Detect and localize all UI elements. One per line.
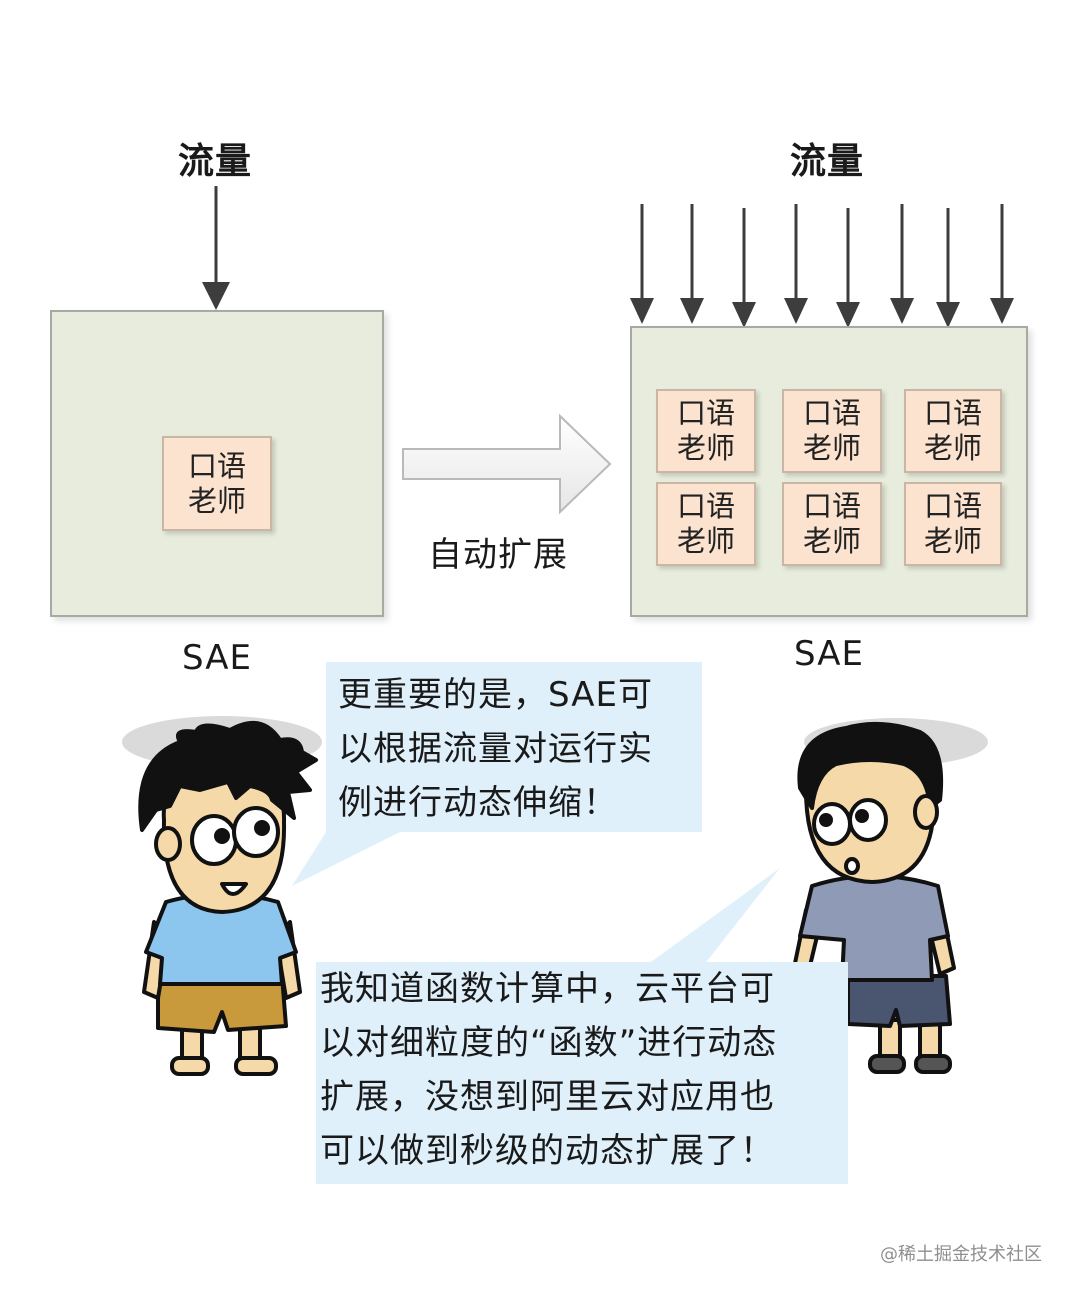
right-instance-box: 口语 老师 [904,482,1002,566]
right-instance-box: 口语 老师 [782,482,882,566]
instance-label-line2: 老师 [802,524,861,558]
instance-label-line2: 老师 [187,483,246,518]
instance-label-line1: 口语 [676,489,735,523]
instance-label-line2: 老师 [802,431,861,465]
right-traffic-label: 流量 [790,141,865,182]
bubble-text-line: 例进行动态伸缩！ [338,783,618,823]
instance-label-line1: 口语 [802,396,861,430]
right-instance-box: 口语 老师 [656,389,756,473]
speaker1-speech-bubble: 更重要的是，SAE可 以根据流量对运行实 例进行动态伸缩！ [326,662,702,832]
bubble-text-line: 扩展，没想到阿里云对应用也 [320,1077,775,1117]
instance-label-line2: 老师 [676,431,735,465]
instance-label-line2: 老师 [676,524,735,558]
right-instance-box: 口语 老师 [656,482,756,566]
instance-label-line1: 口语 [187,448,246,483]
right-sae-label: SAE [794,634,864,674]
bubble-text-line: 以根据流量对运行实 [338,729,653,769]
instance-label-line1: 口语 [923,396,982,430]
bubble-text-line: 我知道函数计算中，云平台可 [320,969,775,1009]
instance-label-line2: 老师 [923,524,982,558]
left-instance-box: 口语 老师 [162,436,272,531]
right-instance-box: 口语 老师 [782,389,882,473]
bubble-text-line: 可以做到秒级的动态扩展了！ [320,1131,775,1171]
right-instance-box: 口语 老师 [904,389,1002,473]
instance-label-line1: 口语 [923,489,982,523]
left-traffic-label: 流量 [178,141,253,182]
right-character-illustration [792,721,956,1074]
left-character-illustration [138,720,318,1076]
speaker2-bubble-tail [640,868,780,970]
comic-scene [122,716,988,1076]
bubble-text-line: 更重要的是，SAE可 [338,675,653,715]
left-traffic-arrow [202,186,230,310]
scale-label: 自动扩展 [428,535,568,575]
instance-label-line2: 老师 [923,431,982,465]
right-traffic-arrows [630,204,1014,328]
instance-label-line1: 口语 [802,489,861,523]
bubble-text-line: 以对细粒度的“函数”进行动态 [320,1023,778,1063]
scale-arrow-icon [402,413,612,515]
speaker2-speech-bubble: 我知道函数计算中，云平台可 以对细粒度的“函数”进行动态 扩展，没想到阿里云对应… [316,962,848,1184]
left-sae-label: SAE [182,638,252,678]
instance-label-line1: 口语 [676,396,735,430]
watermark: @稀土掘金技术社区 [880,1244,1042,1265]
